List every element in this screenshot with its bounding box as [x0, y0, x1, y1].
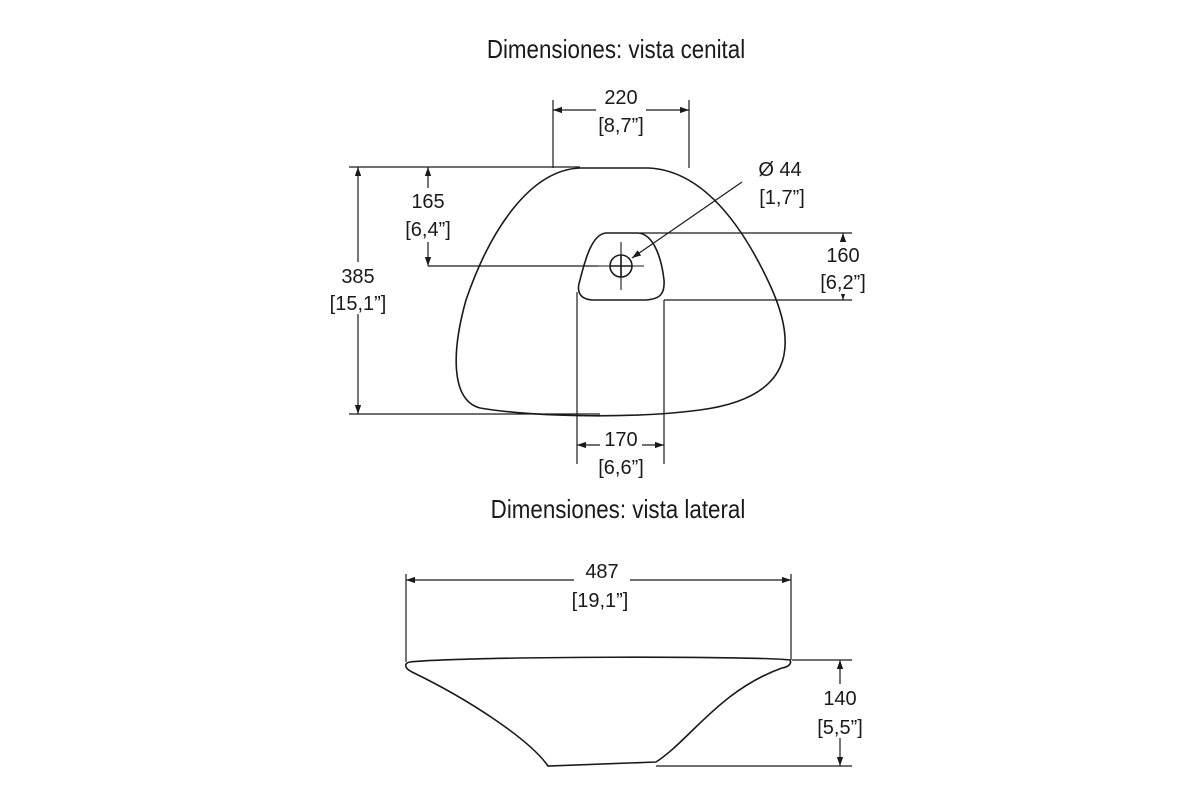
- dim-total-depth-inch: [15,1”]: [330, 293, 387, 315]
- dim-drain-offset-value: 165: [411, 191, 444, 213]
- dim-height: 140 [5,5”]: [656, 659, 870, 767]
- dim-top-width-inch: [8,7”]: [598, 115, 644, 137]
- dim-top-width-value: 220: [604, 87, 637, 109]
- drain-center-mark: [598, 242, 644, 290]
- dim-bowl-width-value: 170: [604, 429, 637, 451]
- dim-bowl-width: 170 [6,6”]: [576, 292, 665, 479]
- dim-height-inch: [5,5”]: [817, 717, 863, 739]
- dim-total-width-inch: [19,1”]: [572, 590, 629, 612]
- top-view: Dimensiones: vista cenital 220 [8,7”]: [330, 35, 874, 479]
- side-view: Dimensiones: vista lateral 487 [19,1”] 1…: [404, 495, 870, 767]
- dim-height-value: 140: [823, 688, 856, 710]
- dim-total-depth-value: 385: [341, 266, 374, 288]
- dim-bowl-depth-value: 160: [826, 245, 859, 267]
- top-view-title: Dimensiones: vista cenital: [487, 35, 745, 64]
- dim-bowl-width-inch: [6,6”]: [598, 457, 644, 479]
- dim-bowl-depth-inch: [6,2”]: [820, 272, 866, 294]
- dim-drain-diameter: Ø 44 [1,7”]: [631, 159, 805, 259]
- dim-total-depth: 385 [15,1”]: [330, 166, 600, 415]
- dim-bowl-depth: 160 [6,2”]: [640, 232, 874, 301]
- dim-drain-offset: 165 [6,4”]: [396, 167, 598, 267]
- dim-drain-diameter-value: Ø 44: [758, 159, 801, 181]
- dim-top-width: 220 [8,7”]: [552, 87, 690, 168]
- basin-outline-side: [404, 656, 792, 767]
- dim-total-width-value: 487: [585, 561, 618, 583]
- side-view-title: Dimensiones: vista lateral: [491, 495, 746, 524]
- dim-drain-offset-inch: [6,4”]: [405, 219, 451, 241]
- basin-outline-top: [455, 167, 786, 417]
- dim-total-width: 487 [19,1”]: [405, 560, 792, 662]
- dim-drain-diameter-inch: [1,7”]: [759, 187, 805, 209]
